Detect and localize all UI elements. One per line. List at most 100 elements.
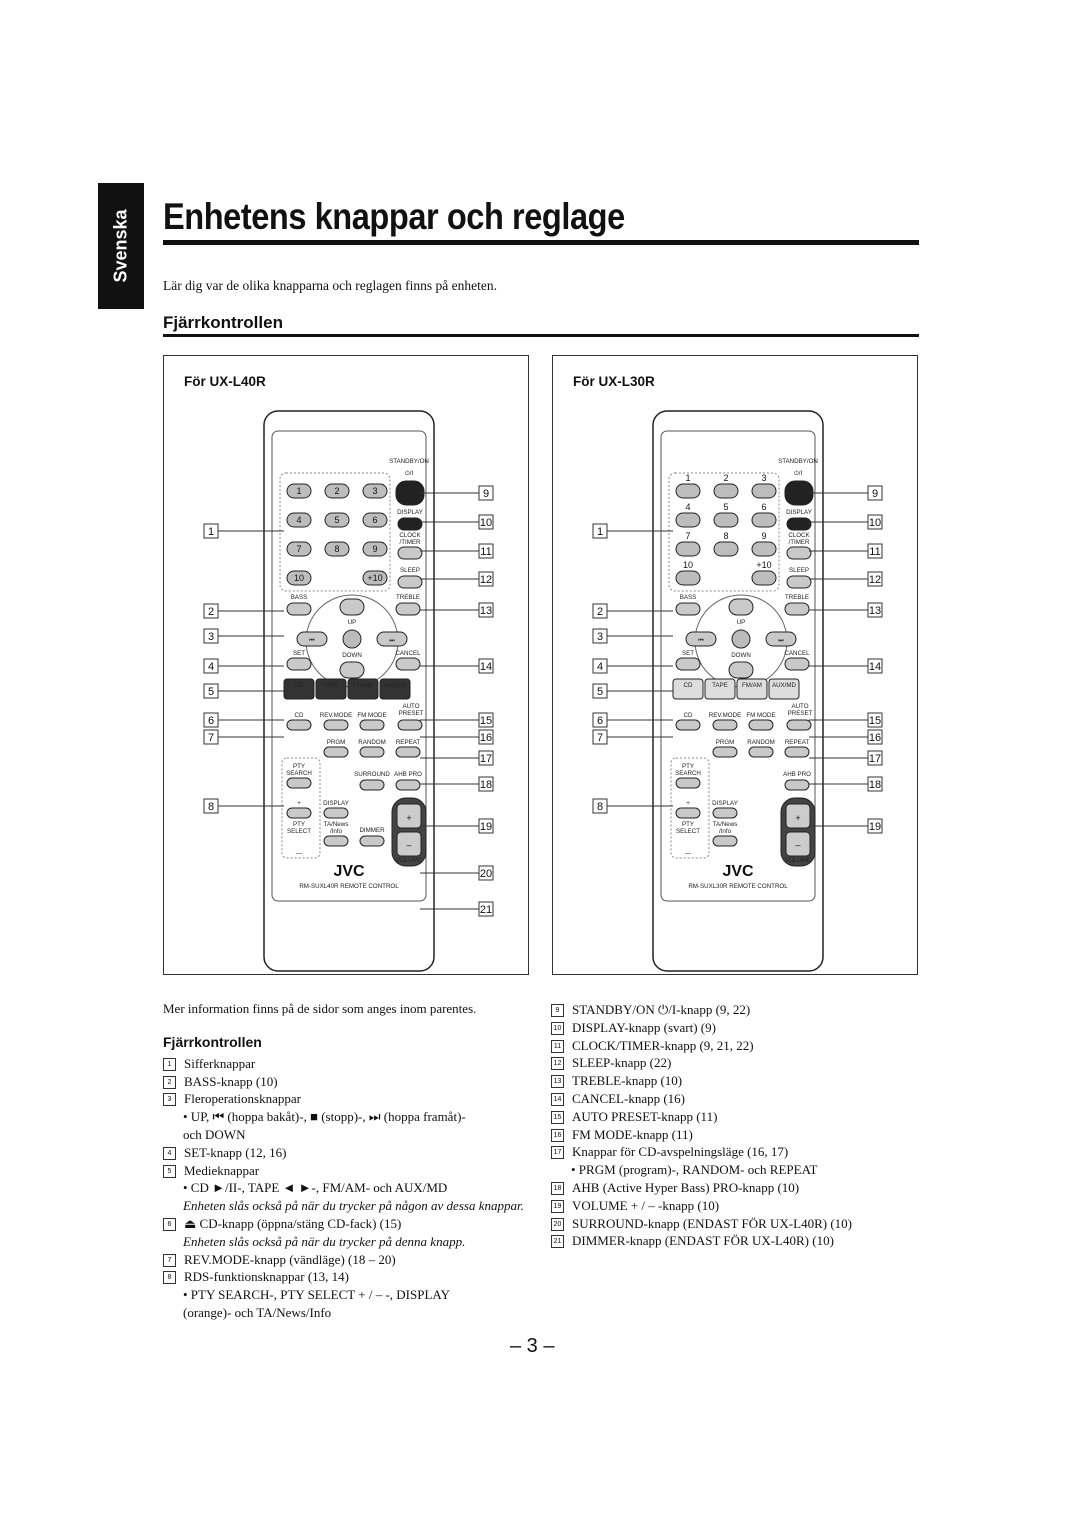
- numeric-label: 2: [334, 486, 339, 496]
- set-button: [286, 657, 312, 671]
- source-label: AUX/MD: [383, 682, 408, 689]
- numeric-label: 5: [334, 515, 339, 525]
- legend-text: AUTO PRESET-knapp (11): [572, 1108, 718, 1124]
- intro-text: Lär dig var de olika knapparna och regla…: [163, 278, 497, 293]
- fmmode-label: FM MODE: [746, 712, 775, 719]
- legend-text: AHB (Active Hyper Bass) PRO-knapp (10): [572, 1179, 800, 1195]
- cd-eject-button: [675, 719, 701, 731]
- callout-number: 5: [208, 686, 214, 698]
- callout-number: 11: [869, 546, 880, 558]
- preset-label: PRESET: [399, 710, 424, 717]
- callout-number: 13: [869, 605, 881, 617]
- legend-number: 20: [551, 1217, 564, 1231]
- source-button: [736, 678, 768, 700]
- callout-number: 19: [869, 821, 881, 833]
- bass-button: [286, 602, 312, 616]
- numeric-label: 7: [296, 544, 301, 554]
- display-button: [786, 517, 812, 531]
- surround-label: SURROUND: [354, 771, 390, 778]
- numeric-button: [286, 541, 312, 557]
- up-label: UP: [737, 619, 746, 626]
- down-button: [728, 661, 754, 679]
- callout-number: 7: [208, 732, 214, 744]
- legend-number: 13: [551, 1075, 564, 1089]
- skip-forward-button: [376, 631, 408, 647]
- source-label: FM/AM: [353, 682, 373, 689]
- legend-number: 21: [551, 1235, 564, 1249]
- page-title: Enhetens knappar och reglage: [163, 196, 625, 237]
- standby-label: STANDBY/ON: [778, 458, 818, 465]
- prgm-button: [323, 746, 349, 758]
- numeric-button: [675, 541, 701, 557]
- legend-number: 16: [551, 1128, 564, 1142]
- up-button: [339, 598, 365, 616]
- callout-number: 2: [208, 606, 214, 618]
- volume-down-icon: –: [406, 840, 411, 850]
- legend-number: 3: [163, 1093, 176, 1107]
- numeric-label: 7: [685, 531, 690, 541]
- panel-title-l40r: För UX-L40R: [184, 374, 266, 389]
- treble-button: [395, 602, 421, 616]
- timer-label: /TIMER: [400, 539, 421, 546]
- legend-text: RDS-funktionsknappar (13, 14): [184, 1269, 350, 1285]
- prgm-label: PRGM: [716, 739, 735, 746]
- volume-up-button: [396, 803, 422, 829]
- info-label: /Info: [719, 828, 732, 835]
- pty-minus-label: —: [685, 850, 692, 857]
- sleep-label: SLEEP: [400, 567, 420, 574]
- legend-number: 12: [551, 1057, 564, 1071]
- ahbpro-label: AHB PRO: [394, 771, 422, 778]
- brand-logo: JVC: [333, 863, 365, 880]
- legend-subitem: • PTY SEARCH-, PTY SELECT + / – -, DISPL…: [183, 1287, 450, 1303]
- legend-text: Fleroperationsknappar: [184, 1091, 301, 1107]
- source-label: CD: [295, 682, 304, 689]
- numeric-label: 8: [334, 544, 339, 554]
- source-button: [704, 678, 736, 700]
- legend-text: CLOCK/TIMER-knapp (9, 21, 22): [572, 1037, 754, 1053]
- numeric-button: [751, 570, 777, 586]
- standby-icon: ⏻/I: [405, 470, 414, 477]
- numeric-label: 6: [372, 515, 377, 525]
- legend-subitem: (orange)- och TA/News/Info: [183, 1304, 332, 1320]
- numeric-button: [362, 541, 388, 557]
- bass-label: BASS: [291, 594, 308, 601]
- sleep-button: [397, 575, 423, 589]
- pty-label: PTY: [682, 763, 694, 770]
- legend-text: BASS-knapp (10): [184, 1073, 278, 1089]
- display-button: [397, 517, 423, 531]
- up-button: [728, 598, 754, 616]
- callout-number: 9: [483, 488, 489, 500]
- callout-number: 12: [480, 574, 492, 586]
- sleep-button: [786, 575, 812, 589]
- volume-up-button: [785, 803, 811, 829]
- numeric-label: 4: [685, 502, 690, 512]
- legend-text: SLEEP-knapp (22): [572, 1055, 672, 1071]
- dimmer-button: [359, 835, 385, 847]
- random-label: RANDOM: [358, 739, 386, 746]
- info-label: /Info: [330, 828, 343, 835]
- numeric-button: [362, 512, 388, 528]
- numeric-label: 10: [294, 573, 304, 583]
- callout-number: 14: [480, 661, 492, 673]
- language-tab-label: Svenska: [110, 209, 131, 283]
- revmode-label: REV.MODE: [320, 712, 352, 719]
- revmode-button: [712, 719, 738, 731]
- numeric-label: +10: [756, 560, 771, 570]
- display-rds-label: DISPLAY: [323, 800, 349, 807]
- pty-label: PTY: [293, 763, 305, 770]
- treble-button: [784, 602, 810, 616]
- legend-title: Fjärrkontrollen: [163, 1034, 262, 1050]
- skip-back-button: [685, 631, 717, 647]
- callout-number: 16: [869, 732, 881, 744]
- panel-title-l30r: För UX-L30R: [573, 374, 655, 389]
- treble-label: TREBLE: [785, 594, 809, 601]
- legend-number: 17: [551, 1146, 564, 1160]
- preset-button: [786, 719, 812, 731]
- ahbpro-button: [784, 779, 810, 791]
- ta-button: [712, 835, 738, 847]
